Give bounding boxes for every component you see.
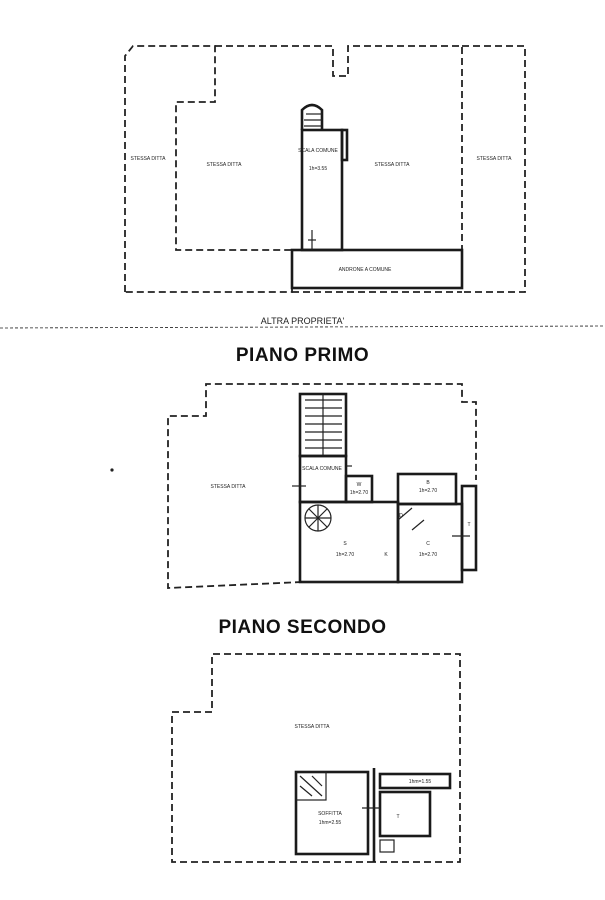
first-label-stair: SCALA COMUNE [302,466,342,472]
ground-outer-boundary [124,45,293,293]
ground-label-stair-sub: 1h=3.55 [309,166,327,172]
ground-label-bottom: ANDRONE A COMUNE [339,267,392,273]
first-label-main: STESSA DITTA [211,484,247,490]
first-balcony [460,484,478,572]
first-common-corridor [298,454,348,504]
ground-label-left: STESSA DITTA [131,156,167,162]
first-floor-plan: STESSA DITTA SCALA COMUNE W 1h=2.70 B 1h… [167,383,478,589]
second-label-main: STESSA DITTA [295,724,331,730]
ground-label-center-right: STESSA DITTA [375,162,411,168]
ground-label-center-left: STESSA DITTA [207,162,243,168]
ground-right-boundary [462,45,526,293]
second-label-t: T [396,814,399,820]
first-outer-boundary [167,383,477,589]
first-label-room-c: C [426,541,430,547]
first-label-k: K [384,552,388,558]
androne-room [290,248,464,290]
second-room-t [378,790,432,838]
second-top-right-strip [378,772,452,790]
first-wc-room [344,474,374,504]
second-label-soffitta-sub: 1hm=2.55 [319,820,342,826]
first-room-c [396,502,464,584]
second-label-top-right: 1hm=1.55 [409,779,432,785]
first-label-wc: W [357,482,362,488]
first-floor-title: PIANO PRIMO [235,345,370,366]
stray-dot [110,468,114,472]
ground-floor-plan: STESSA DITTA STESSA DITTA SCALA COMUNE 1… [0,45,605,329]
first-label-room-s: S [343,541,347,547]
ground-stair-arc [300,103,324,130]
first-label-wc-sub: 1h=2.70 [350,490,368,496]
first-label-d: D [399,513,403,519]
ground-label-stair: SCALA COMUNE [298,148,338,154]
second-floor-plan: STESSA DITTA SOFFITTA 1hm=2.55 1hm=1.55 … [171,653,461,863]
boundary-note: ALTRA PROPRIETA' [260,316,345,326]
second-floor-title: PIANO SECONDO [218,617,387,638]
soffitta-room [294,770,370,856]
ground-label-right: STESSA DITTA [477,156,513,162]
second-outer-boundary [171,653,461,863]
ground-center-left-boundary [215,45,463,251]
second-label-soffitta: SOFFITTA [318,811,342,817]
first-label-room-s-sub: 1h=2.70 [336,552,354,558]
first-label-room-b-sub: 1h=2.70 [419,488,437,494]
first-label-room-c-sub: 1h=2.70 [419,552,437,558]
first-label-room-b: B [426,480,430,486]
first-label-t: T [467,522,470,528]
